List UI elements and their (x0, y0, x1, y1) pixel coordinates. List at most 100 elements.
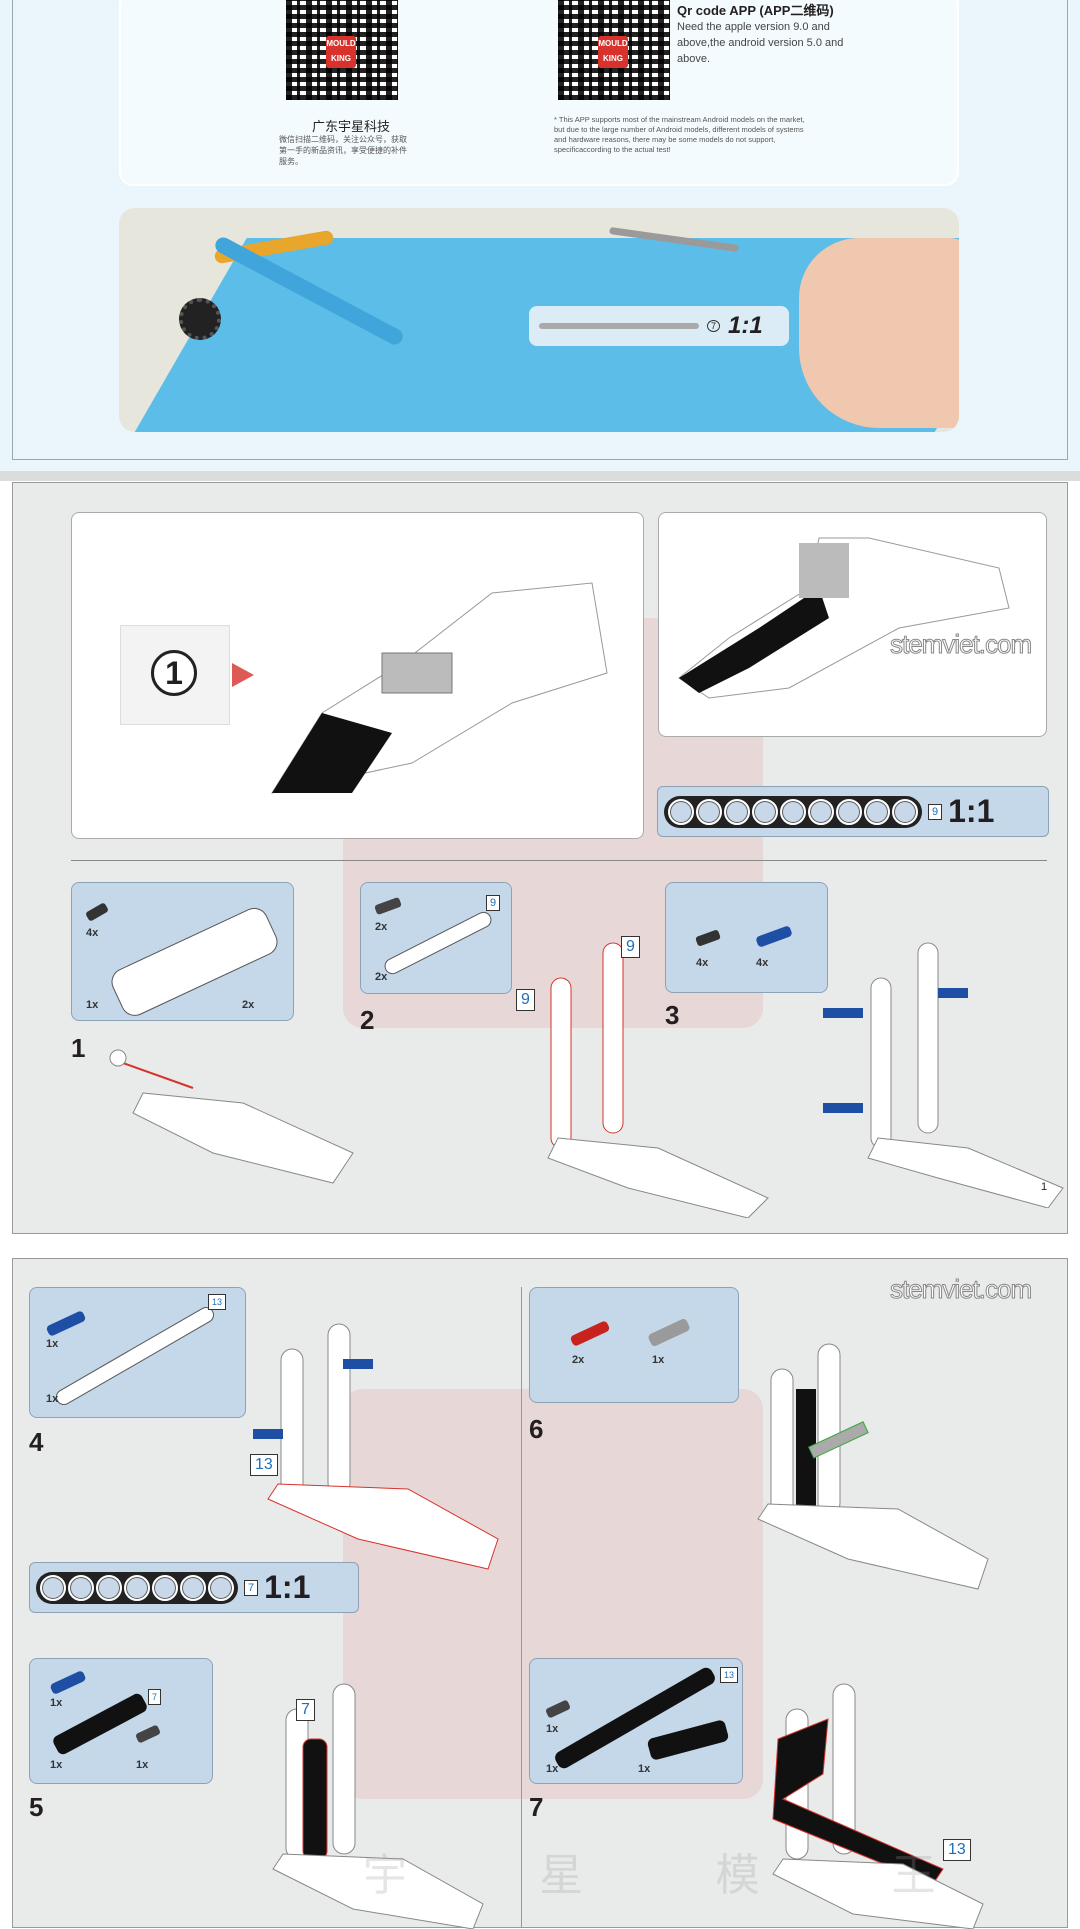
angled-beam-part (646, 1719, 730, 1761)
step-6-parts: 2x 1x (529, 1287, 739, 1403)
step-5-illustration (272, 1683, 484, 1929)
scale-ruler-7: 7 1:1 (29, 1562, 359, 1613)
frame-part (106, 903, 283, 1021)
step-4-illustration (253, 1323, 499, 1570)
page-gap (0, 1235, 1080, 1258)
callout-length: 9 (621, 936, 640, 958)
bag-number: 1 (151, 650, 197, 696)
part-count: 1x (652, 1354, 665, 1366)
black-pin-icon (695, 929, 721, 947)
black-beam-part (552, 1665, 718, 1771)
part-count: 1x (86, 999, 99, 1011)
step-number: 6 (529, 1414, 544, 1444)
beam-length-label: 13 (208, 1294, 227, 1310)
parts-photo: 7 1:1 (119, 208, 959, 432)
pin-icon (374, 896, 402, 916)
beam-length-label: 9 (486, 895, 501, 911)
step-number: 3 (665, 1000, 680, 1030)
step-6-illustration (757, 1343, 989, 1590)
wechat-description: 微信扫描二维码，关注公众号，获取第一手的新品资讯，享受便捷的补件服务。 (279, 135, 407, 166)
model-illustration (270, 582, 608, 794)
step-number: 4 (29, 1427, 44, 1457)
callout-length: 13 (943, 1839, 971, 1861)
scale-index: 7 (707, 320, 721, 332)
model-rear-view (658, 512, 1047, 737)
hand (799, 238, 959, 428)
step-number: 2 (360, 1005, 375, 1035)
part-count: 1x (546, 1763, 559, 1775)
step-1-parts: 4x 1x 2x (71, 882, 294, 1021)
part-count: 1x (46, 1393, 59, 1405)
column-divider (521, 1287, 522, 1927)
part-count: 1x (50, 1759, 63, 1771)
step-4-parts: 1x 13 1x (29, 1287, 246, 1418)
site-watermark: stemviet.com (889, 1274, 1032, 1305)
site-watermark: stemviet.com (889, 629, 1032, 660)
gear (179, 298, 221, 340)
callout-length: 13 (250, 1454, 278, 1476)
step-3-illustration (823, 942, 1064, 1208)
step-1-illustration (109, 1049, 354, 1184)
pin-icon (545, 1699, 571, 1719)
part-count: 1x (46, 1338, 59, 1350)
company-name: 广东宇星科技 (311, 119, 390, 134)
part-count: 1x (136, 1759, 149, 1771)
part-count: 1x (50, 1697, 63, 1709)
instruction-page-1: 1 stemviet.com 9 1:1 4x 1x 2x 1 2x 9 2x … (12, 482, 1068, 1234)
beam-length-label: 13 (720, 1667, 739, 1683)
page-separator (0, 471, 1080, 481)
part-count: 1x (638, 1763, 651, 1775)
step-5-parts: 1x 7 1x 1x (29, 1658, 213, 1784)
scale-label: 7 1:1 (529, 306, 789, 346)
instruction-page-2: stemviet.com 1x 13 1x 4 13 7 1:1 2x 1x 6… (12, 1258, 1068, 1929)
black-beam-part (51, 1691, 149, 1757)
completed-model-view: 1 (71, 512, 644, 839)
beam-7-outline (36, 1571, 238, 1604)
bag-icon: 1 (120, 625, 230, 725)
part-count: 4x (86, 927, 99, 939)
red-pin-icon (569, 1320, 611, 1347)
arrow-icon (232, 663, 254, 687)
pin-icon (84, 902, 110, 922)
app-qr-title: Qr code APP (APP二维码) (677, 3, 834, 18)
callout-length: 7 (296, 1699, 315, 1721)
divider (71, 860, 1047, 861)
blue-pin-icon (45, 1310, 87, 1337)
section-frame (12, 0, 1068, 460)
callout-length: 9 (516, 989, 535, 1011)
step-7-illustration (772, 1683, 984, 1929)
beam-length-label: 7 (148, 1689, 162, 1705)
part-count: 2x (375, 921, 388, 933)
scale-ratio: 1:1 (264, 1569, 311, 1605)
rear-model-illustration (678, 537, 1010, 699)
part-count: 1x (546, 1723, 559, 1735)
chinese-watermark: 宇 星 模 王 (363, 1851, 996, 1900)
beam-length-label: 7 (244, 1579, 259, 1596)
part-count: 2x (242, 999, 255, 1011)
step-3-parts: 4x 4x (665, 882, 828, 993)
scale-ruler-9: 9 1:1 (657, 786, 1049, 837)
step-2-parts: 2x 9 2x (360, 882, 512, 994)
app-requirement: Need the apple version 9.0 and above,the… (677, 21, 844, 65)
app-note: * This APP supports most of the mainstre… (554, 115, 805, 154)
scale-ratio: 1:1 (728, 312, 763, 339)
beam-part (381, 909, 495, 977)
part-count: 2x (572, 1354, 585, 1366)
step-7-parts: 1x 13 1x 1x (529, 1658, 743, 1784)
step-number: 5 (29, 1792, 44, 1822)
part-count: 2x (375, 971, 388, 983)
gray-connector-icon (647, 1317, 691, 1348)
step-number: 7 (529, 1792, 544, 1822)
blue-pin-icon (49, 1669, 87, 1696)
page-number: 1 (1041, 1181, 1048, 1193)
step-2-illustration (547, 942, 769, 1218)
pin-icon (135, 1724, 161, 1744)
part-count: 4x (756, 957, 769, 969)
scale-ratio: 1:1 (948, 793, 995, 829)
